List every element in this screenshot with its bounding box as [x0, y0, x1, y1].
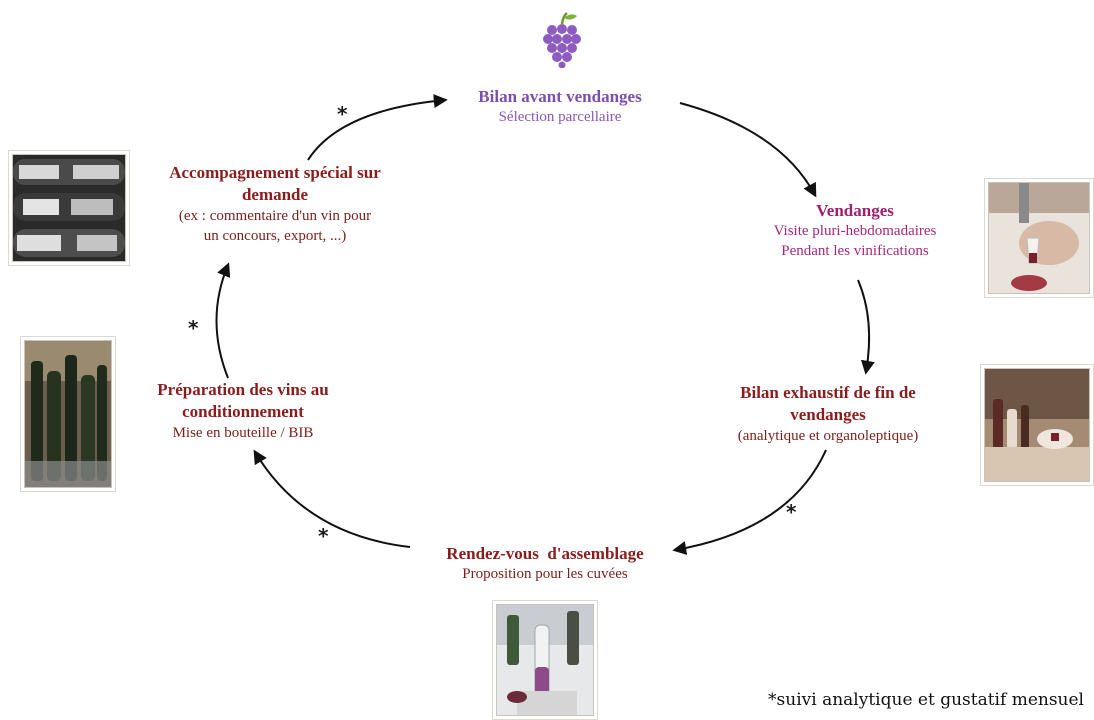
step-line-2: Pendant les vinifications: [781, 243, 929, 260]
step-title-line-2: vendanges: [790, 405, 866, 425]
arrow-bilan-exhaustif-to-rendez-vous: [672, 449, 827, 555]
monthly-marker: *: [318, 524, 329, 548]
arrow-rendez-vous-to-preparation: [253, 449, 411, 548]
bottles-cellar-photo: [12, 154, 126, 262]
step-accompagnement-special: Accompagnement spécial sur demande (ex :…: [130, 162, 420, 246]
step-subtitle: (analytique et organoleptique): [737, 427, 919, 444]
bottling-line-photo: [24, 340, 112, 488]
step-bilan-exhaustif: Bilan exhaustif de fin de vendanges (ana…: [693, 382, 963, 447]
arrow-accompagnement-to-bilan: [307, 94, 448, 161]
step-subtitle: Mise en bouteille / BIB: [172, 424, 314, 441]
step-title: Rendez-vous d'assemblage: [446, 544, 644, 563]
arrow-bilan-to-vendanges: [679, 102, 817, 198]
step-line-1: (ex : commentaire d'un vin pour: [178, 207, 372, 224]
step-preparation-conditionnement: Préparation des vins au conditionnement …: [118, 379, 368, 444]
step-title-line-1: Accompagnement spécial sur: [169, 163, 381, 182]
step-line-2: un concours, export, ...): [203, 227, 347, 244]
tasting-table-photo: [984, 368, 1090, 482]
step-subtitle: Sélection parcellaire: [498, 109, 622, 126]
monthly-marker: *: [337, 102, 348, 126]
step-rendez-vous-assemblage: Rendez-vous d'assemblage Proposition pou…: [405, 543, 685, 585]
step-title: Vendanges: [816, 201, 894, 220]
grape-icon: [543, 12, 581, 68]
step-line-1: Visite pluri-hebdomadaires: [773, 223, 937, 240]
step-title-line-1: Préparation des vins au: [157, 380, 329, 399]
step-subtitle: Proposition pour les cuvées: [462, 566, 628, 583]
wine-pouring-photo: [988, 182, 1090, 294]
footnote: *suivi analytique et gustatif mensuel: [768, 690, 1084, 710]
step-bilan-avant-vendanges: Bilan avant vendanges Sélection parcella…: [430, 86, 690, 128]
lab-assemblage-photo: [496, 604, 594, 716]
step-title-line-2: conditionnement: [182, 402, 304, 422]
step-title-line-2: demande: [241, 185, 309, 205]
arrow-preparation-to-accompagnement: [215, 262, 231, 379]
step-vendanges: Vendanges Visite pluri-hebdomadaires Pen…: [730, 200, 980, 262]
monthly-marker: *: [786, 500, 797, 524]
arrow-vendanges-to-bilan-exhaustif: [857, 279, 875, 375]
monthly-marker: *: [188, 316, 199, 340]
step-title: Bilan avant vendanges: [478, 87, 642, 106]
step-title-line-1: Bilan exhaustif de fin de: [740, 383, 916, 402]
